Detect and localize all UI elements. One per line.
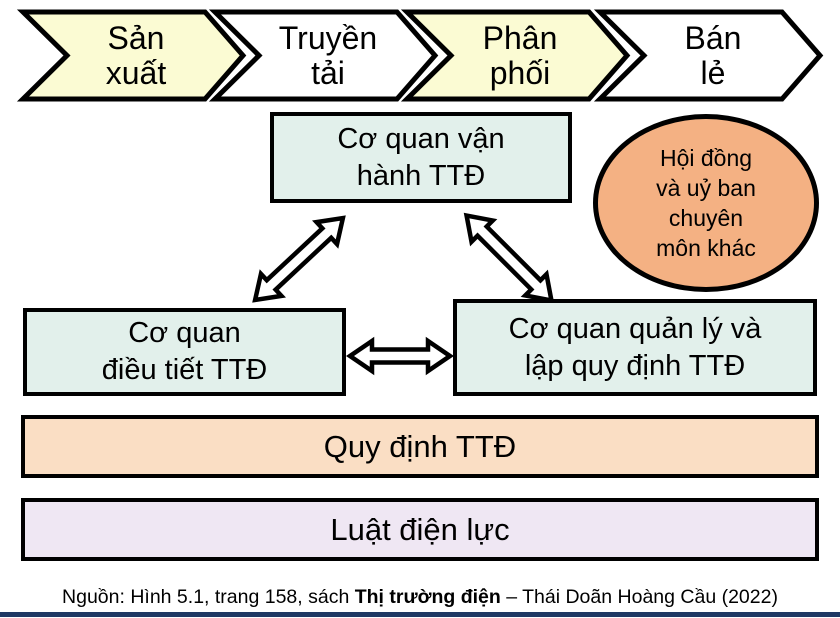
- system-operator-box: Cơ quan vận hành TTĐ: [270, 112, 572, 203]
- caption-book-title: Thị trường điện: [354, 586, 501, 608]
- councils-ellipse: Hội đồng và uỷ ban chuyên môn khác: [593, 114, 819, 292]
- operator-policy-arrow: [463, 212, 555, 304]
- chevron-production-label: Sản xuất: [105, 19, 167, 91]
- operator-regulator-arrow: [252, 215, 346, 303]
- caption-prefix: Nguồn: Hình 5.1, trang 158, sách: [62, 586, 355, 608]
- chevron-retail-label: Bán lẻ: [684, 19, 742, 91]
- footer-accent-bar: [0, 612, 840, 617]
- regulator-policy-arrow: [346, 336, 454, 376]
- regulator-box: Cơ quan điều tiết TTĐ: [23, 308, 346, 396]
- policy-maker-box: Cơ quan quản lý và lập quy định TTĐ: [453, 299, 817, 396]
- chevron-distribution-shape: [400, 9, 631, 102]
- chevron-distribution-label: Phân phối: [482, 19, 558, 91]
- source-caption: Nguồn: Hình 5.1, trang 158, sách Thị trư…: [0, 583, 840, 611]
- chevron-production-shape: [16, 9, 247, 102]
- chevron-retail-shape: [593, 9, 824, 102]
- electricity-law-bar: Luật điện lực: [21, 498, 819, 561]
- market-rules-bar: Quy định TTĐ: [21, 415, 819, 478]
- chevron-transmission-label: Truyền tải: [278, 19, 378, 91]
- chevron-transmission-shape: [208, 9, 439, 102]
- caption-suffix: – Thái Doãn Hoàng Cầu (2022): [500, 586, 778, 608]
